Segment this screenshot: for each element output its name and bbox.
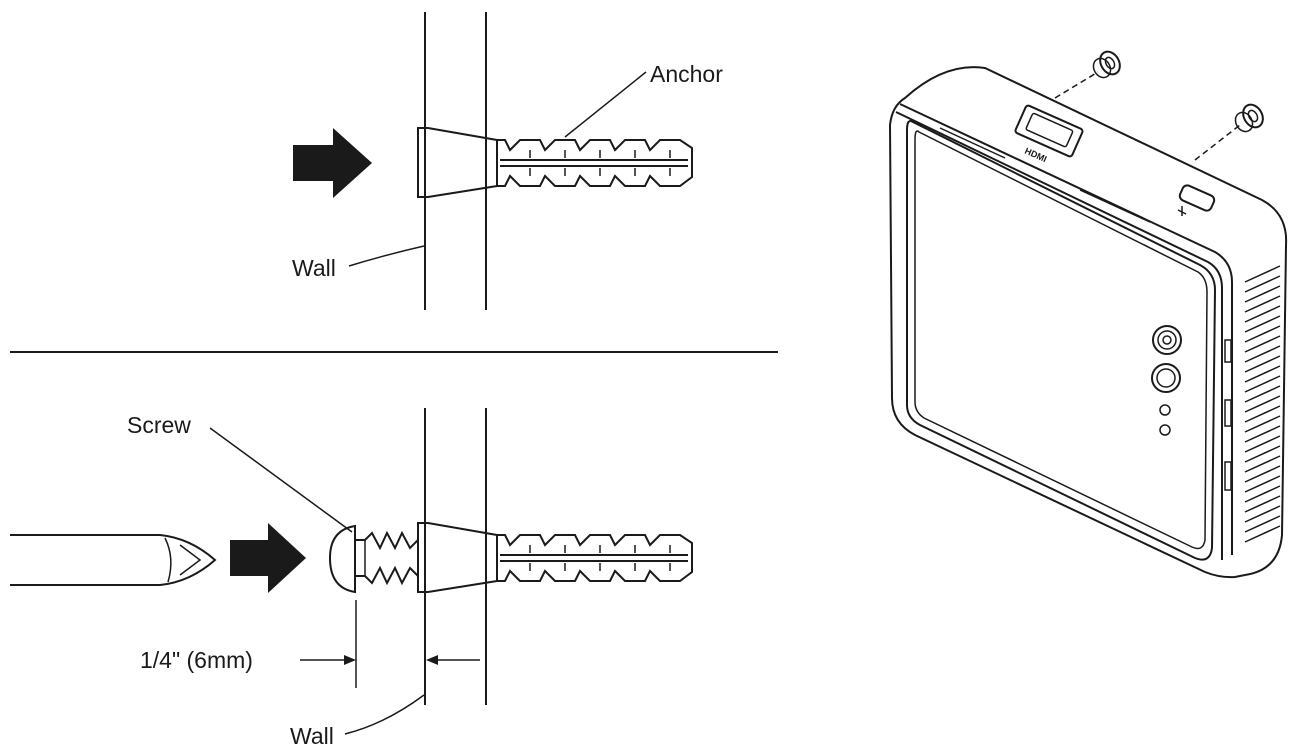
side-vents xyxy=(1244,265,1281,543)
depth-dimension xyxy=(300,600,480,688)
screw-icon xyxy=(328,524,419,594)
wall-leader-line-bottom xyxy=(344,694,425,735)
status-led-1 xyxy=(1159,404,1171,416)
mounting-screw-1 xyxy=(1054,50,1121,99)
device-shell xyxy=(888,66,1288,579)
power-button xyxy=(1151,363,1181,393)
hdmi-port-label: HDMI xyxy=(1023,146,1048,164)
anchor-leader-line xyxy=(564,71,647,138)
screw-label: Screw xyxy=(127,412,191,438)
anchor-bottom xyxy=(417,522,693,593)
screw-leader-line xyxy=(209,427,353,533)
anchor-top xyxy=(417,127,693,198)
wall-label-bottom: Wall xyxy=(290,723,334,749)
hdmi-port: HDMI xyxy=(1014,104,1084,164)
wall-label-top: Wall xyxy=(292,255,336,281)
anchor-label: Anchor xyxy=(650,61,723,87)
depth-label: 1/4" (6mm) xyxy=(140,647,253,673)
device-front-face xyxy=(906,120,1217,561)
wall-leader-line-top xyxy=(348,245,425,267)
status-led-2 xyxy=(1159,424,1171,436)
push-arrow-icon-bottom xyxy=(230,523,306,593)
screw-insertion-panel: Screw 1/4" (6mm) Wall xyxy=(10,408,693,749)
usb-port xyxy=(1177,184,1216,216)
push-arrow-icon xyxy=(293,128,372,198)
mounting-screw-2 xyxy=(1194,103,1264,161)
device-illustration: HDMI xyxy=(888,50,1288,579)
screwdriver-icon xyxy=(10,534,217,586)
anchor-insertion-panel: Anchor Wall xyxy=(292,12,723,310)
pairing-button xyxy=(1152,325,1182,355)
